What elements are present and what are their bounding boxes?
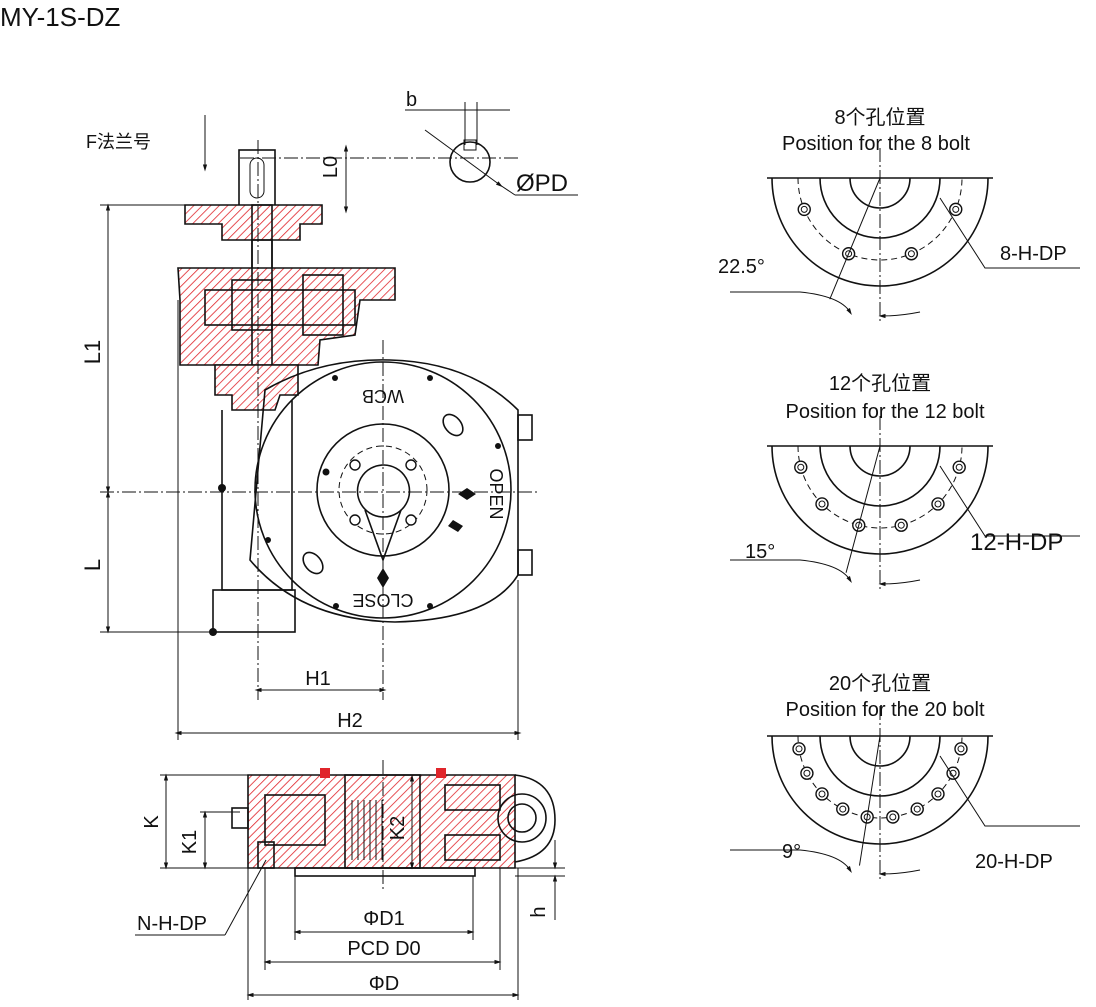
bolt-hole-inner	[803, 769, 811, 777]
label-leader	[939, 197, 1080, 269]
flange-label: F法兰号	[86, 132, 151, 152]
angle-arrow	[878, 869, 921, 877]
bolt-hole-inner	[957, 745, 965, 753]
angle-line	[829, 177, 881, 300]
label-leader	[939, 755, 1080, 827]
pd-circle	[449, 141, 491, 183]
bore-arc	[849, 177, 911, 209]
k-label: K	[141, 815, 163, 829]
bolt-hole	[952, 460, 966, 474]
bolt-hole-inner	[797, 463, 805, 471]
bolt-hole	[797, 202, 811, 217]
bolt-angle: 9°	[782, 841, 801, 863]
bolt-title-en: Position for the 8 bolt	[782, 133, 970, 155]
shaft-top	[238, 149, 276, 211]
bolt-label: 20-H-DP	[975, 851, 1053, 873]
k2-label: K2	[387, 816, 409, 840]
bolt-title-cn: 20个孔位置	[829, 672, 931, 695]
bolt-hole	[904, 247, 919, 261]
n-h-dp-label: N-H-DP	[137, 913, 207, 935]
bolt-hole-inner	[845, 250, 853, 258]
bolt-hole-inner	[897, 521, 905, 529]
bolt-hole-inner	[818, 500, 826, 508]
bolt-hole-inner	[795, 745, 803, 753]
d-label: ΦD	[369, 973, 399, 995]
bolt-hole	[894, 518, 908, 532]
l1-label: L1	[80, 340, 105, 364]
bolt-patterns: 8个孔位置 Position for the 8 bolt 22.5° 8-H-…	[718, 106, 1080, 879]
bolt-hole-inner	[907, 250, 915, 258]
angle-arrow	[730, 849, 852, 873]
bolt-hole-inner	[955, 463, 963, 471]
base-block	[212, 589, 296, 633]
bolt-angle: 15°	[745, 541, 775, 563]
angle-arrow	[730, 559, 852, 583]
bolt-label: 8-H-DP	[1000, 243, 1067, 265]
bolt-hole	[794, 460, 808, 474]
b-label: b	[406, 89, 417, 111]
bolt-pattern-20: 20个孔位置 Position for the 20 bolt 9° 20-H-…	[730, 672, 1080, 879]
drawing-title: MY-1S-DZ	[0, 2, 121, 32]
flange-section	[184, 204, 323, 241]
bore-arc	[849, 445, 911, 477]
bolt-title-cn: 12个孔位置	[829, 372, 931, 395]
bolt-hole	[815, 787, 829, 801]
worm-circle	[497, 793, 547, 843]
bolt-hole-inner	[839, 805, 847, 813]
l-label: L	[80, 559, 105, 571]
bolt-hole	[836, 802, 850, 816]
h-label: h	[528, 906, 550, 917]
bolt-hole	[931, 497, 945, 511]
bolt-hole-inner	[913, 805, 921, 813]
bolt-hole	[886, 810, 900, 824]
bolt-pattern-12: 12个孔位置 Position for the 12 bolt 15° 12-H…	[730, 372, 1080, 589]
bolt-hole	[792, 742, 806, 756]
bolt-hole-inner	[818, 790, 826, 798]
key-slot	[249, 157, 265, 199]
bolt-hole	[954, 742, 968, 756]
bolt-title-en: Position for the 20 bolt	[785, 699, 984, 721]
bolt-title-en: Position for the 12 bolt	[785, 401, 984, 423]
label-leader	[939, 465, 1080, 537]
bolt-hole-inner	[934, 500, 942, 508]
bolt-hole	[910, 802, 924, 816]
pcd-label: PCD D0	[347, 938, 420, 960]
bolt-hole-inner	[889, 813, 897, 821]
h2-label: H2	[337, 710, 363, 732]
bolt-pattern-8: 8个孔位置 Position for the 8 bolt 22.5° 8-H-…	[718, 106, 1080, 321]
bolt-title-cn: 8个孔位置	[834, 106, 925, 129]
k1-label: K1	[179, 830, 201, 854]
angle-arrow	[878, 579, 921, 587]
bolt-angle: 22.5°	[718, 256, 765, 278]
angle-arrow	[878, 311, 921, 319]
bolt-hole	[800, 766, 814, 780]
gearbox-section	[177, 267, 396, 366]
bottom-view: K K1 K2 h N-H-DP ΦD1 PCD D0 ΦD	[135, 760, 565, 1000]
bore-arc	[849, 735, 911, 767]
bolt-hole-inner	[952, 205, 960, 213]
angle-line	[845, 445, 881, 573]
open-label: OPEN	[486, 468, 506, 519]
bolt-hole	[949, 202, 963, 217]
pd-label: ØPD	[516, 170, 568, 197]
angle-line	[858, 735, 881, 866]
angle-arrow	[730, 291, 852, 315]
bolt-hole-inner	[934, 790, 942, 798]
h1-label: H1	[305, 668, 331, 690]
front-view: F法兰号	[80, 89, 578, 740]
bolt-hole	[815, 497, 829, 511]
l0-label: L0	[320, 156, 342, 178]
bolt-hole-inner	[855, 521, 863, 529]
bolt-hole	[946, 766, 960, 780]
bolt-label: 12-H-DP	[970, 529, 1063, 556]
bolt-hole	[931, 787, 945, 801]
d1-label: ΦD1	[363, 908, 405, 930]
bolt-hole-inner	[800, 205, 808, 213]
